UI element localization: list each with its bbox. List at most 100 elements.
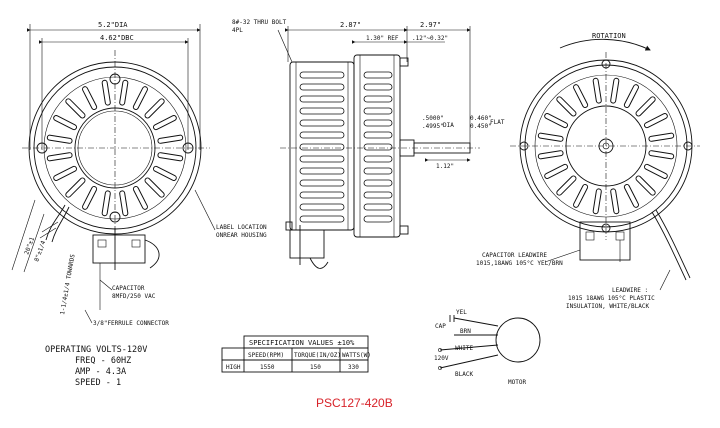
side-louvre xyxy=(299,155,345,163)
model-number: PSC127-420B xyxy=(316,396,393,410)
side-louvre xyxy=(299,83,345,91)
side-louvre xyxy=(299,95,345,103)
dim-lead-1: 20"±1 xyxy=(23,236,36,256)
spec-table-title: SPECIFICATION VALUES ±10% xyxy=(249,339,355,347)
vent-slot-inner xyxy=(66,99,85,118)
wire-cap: CAP xyxy=(435,323,446,330)
side-louvre xyxy=(299,143,345,151)
vent-slot-inner xyxy=(574,85,588,108)
label-location-2: ONREAR HOUSING xyxy=(216,232,267,239)
flat-2: 0.450" xyxy=(470,123,492,130)
vent-slot-inner xyxy=(54,116,77,130)
wire-white: WHITE xyxy=(455,345,473,352)
side-louvre xyxy=(363,203,393,211)
flat-1: 0.460" xyxy=(470,115,492,122)
spec-table: SPECIFICATION VALUES ±10% SPEED(RPM) TOR… xyxy=(221,335,371,373)
vent-slots xyxy=(46,79,184,217)
wiring-diagram: MOTOR YEL CAP BRN 120V WHITE BLACK xyxy=(434,309,541,386)
vent-slot-inner xyxy=(611,78,619,103)
side-louvre xyxy=(363,107,393,115)
vent-slot-inner xyxy=(538,151,563,159)
side-louvre xyxy=(363,83,393,91)
vent-slot-inner xyxy=(624,85,638,108)
ferrule-label: 3/8"FERRULE CONNECTOR xyxy=(93,320,169,327)
side-louvre xyxy=(363,191,393,199)
value-watts: 330 xyxy=(348,364,359,371)
wire-yel: YEL xyxy=(456,309,467,316)
dia-label: DIA xyxy=(443,122,454,129)
vent-slot-inner xyxy=(593,78,601,103)
vent-slot-inner xyxy=(644,114,667,128)
dim-outer-dia: 5.2"DIA xyxy=(98,21,128,29)
label-location: LABEL LOCATION xyxy=(216,224,267,231)
operating-amp: AMP - 4.3A xyxy=(75,367,126,377)
row-label-high: HIGH xyxy=(226,364,241,371)
vent-slot-inner xyxy=(54,166,77,180)
vent-slot-inner xyxy=(644,164,667,178)
vent-slot-inner xyxy=(158,153,183,161)
vent-slot-inner xyxy=(649,133,674,141)
side-louvre xyxy=(299,203,345,211)
vent-slot-inner xyxy=(83,186,97,209)
dim-body: 2.87" xyxy=(340,21,361,29)
dim-dia-1: .5000" xyxy=(422,115,444,122)
operating-specs: OPERATING VOLTS-120V FREQ - 60HZ AMP - 4… xyxy=(45,345,147,388)
side-louvre xyxy=(299,191,345,199)
dim-ref: 1.30" REF xyxy=(366,35,399,42)
wire-black: BLACK xyxy=(455,371,473,378)
dim-bolt-circle: 4.62"DBC xyxy=(100,34,134,42)
vent-slot-inner xyxy=(557,176,576,195)
motor-label: MOTOR xyxy=(508,379,526,386)
side-louvre xyxy=(363,95,393,103)
side-vent-slots xyxy=(299,71,393,223)
cap-leadwire-spec: 1015,18AWG 105°C YEL/BRN xyxy=(476,260,563,267)
cap-leadwire-label: CAPACITOR LEADWIRE xyxy=(482,252,547,259)
thru-bolt-qty: 4PL xyxy=(232,27,243,34)
capacitor-label: CAPACITOR xyxy=(112,285,145,292)
capacitor-rating: 8MFD/250 VAC xyxy=(112,293,156,300)
vent-slot-inner xyxy=(133,186,147,209)
vent-slot-inner xyxy=(636,97,655,116)
header-watts: WATTS(W) xyxy=(342,352,371,359)
dim-lead-2: 8"±1/4 xyxy=(33,240,47,263)
vent-slot-inner xyxy=(593,189,601,214)
vent-slot-inner xyxy=(611,189,619,214)
side-view: 8#-32 THRU BOLT 4PL 2.87" 2.97" 1.30" RE… xyxy=(232,19,505,269)
dim-tol: .12"~0.32" xyxy=(412,35,448,42)
flat-label: FLAT xyxy=(490,119,505,126)
vent-slot-inner xyxy=(574,184,588,207)
side-louvre xyxy=(363,119,393,127)
vent-slot-inner xyxy=(649,151,674,159)
side-louvre xyxy=(363,131,393,139)
dim-dia-2: .4995" xyxy=(422,123,444,130)
operating-freq: FREQ - 60HZ xyxy=(75,356,131,366)
side-louvre xyxy=(299,131,345,139)
vent-slot-inner xyxy=(102,80,110,105)
wire-volt: 120V xyxy=(434,355,449,362)
vent-slot-inner xyxy=(153,166,176,180)
leadwire-label: LEADWIRE : xyxy=(612,287,648,294)
vent-slot-inner xyxy=(66,178,85,197)
vent-slot-inner xyxy=(145,178,164,197)
thru-bolt-label: 8#-32 THRU BOLT xyxy=(232,19,287,26)
dim-lead-3: 1-1/4±1/4 TOWARDS xyxy=(59,253,77,315)
header-torque: TORQUE(IN/OZ) xyxy=(294,352,341,359)
rear-vent-slots xyxy=(537,77,675,215)
vent-slot-inner xyxy=(538,133,563,141)
wire-brn: BRN xyxy=(460,328,471,335)
right-rear-view: ROTATION CAPACITOR LEADWIRE 1015,18AWG 1… xyxy=(476,32,700,310)
value-torque: 150 xyxy=(310,364,321,371)
side-louvre xyxy=(299,179,345,187)
vent-slot-inner xyxy=(153,116,176,130)
dim-shaft-length: 2.97" xyxy=(420,21,441,29)
vent-slot-inner xyxy=(158,135,183,143)
side-louvre xyxy=(363,215,393,223)
leadwire-spec: 1015 18AWG 105°C PLASTIC xyxy=(568,295,655,302)
vent-slot-inner xyxy=(83,87,97,110)
side-louvre xyxy=(299,215,345,223)
vent-slot-inner xyxy=(545,114,568,128)
rotation-label: ROTATION xyxy=(592,32,626,40)
vent-slot-inner xyxy=(102,191,110,216)
side-louvre xyxy=(363,155,393,163)
